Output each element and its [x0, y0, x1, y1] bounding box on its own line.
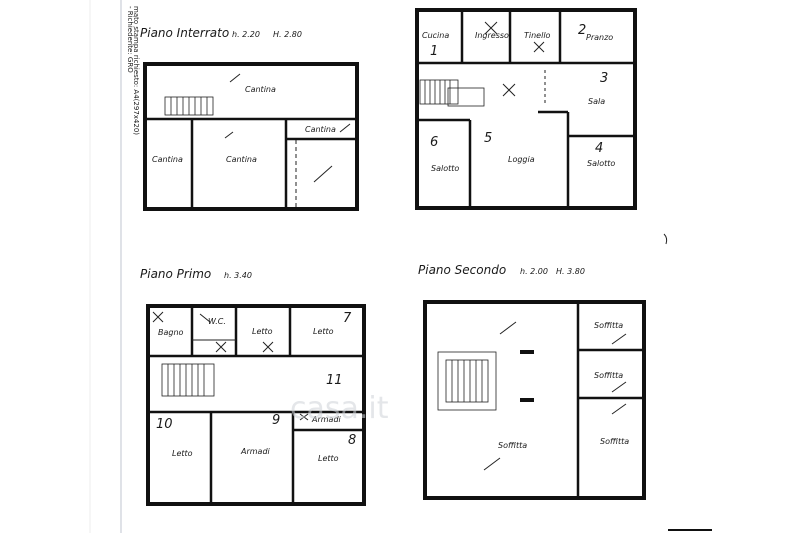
secondo-stairs	[437, 351, 497, 411]
side-text-requester: - Richiedente: GRO	[126, 6, 134, 73]
watermark-logo: casa.it	[290, 391, 389, 426]
floor-primo: Piano Primo h. 3.40 Bagno W.C. Letto Let…	[140, 267, 366, 506]
terra-room-ingresso: Ingresso	[475, 31, 509, 40]
interrato-room-cantina-1: Cantina	[245, 85, 276, 94]
primo-room-letto-2: Letto	[313, 327, 334, 336]
terra-room-sala: Sala	[588, 97, 605, 106]
primo-number-8: 8	[348, 433, 356, 448]
interrato-stairs	[164, 96, 214, 116]
secondo-outline	[423, 300, 646, 500]
terra-room-salotto-2: Salotto	[587, 159, 615, 168]
interrato-room-cantina-3: Cantina	[226, 155, 257, 164]
terra-room-cucina: Cucina	[422, 31, 449, 40]
stray-mark	[663, 233, 668, 245]
height-secondo-1: h. 2.00	[520, 267, 548, 276]
primo-room-armadi-2: Armadi	[311, 415, 342, 424]
primo-number-9: 9	[272, 413, 280, 428]
primo-number-11: 11	[326, 373, 343, 388]
terra-room-salotto-1: Salotto	[431, 164, 459, 173]
secondo-pillar-1	[520, 350, 534, 354]
terra-outline	[415, 8, 637, 210]
side-text-print-format: mato stampa richiesto: A4(297x420)	[132, 6, 140, 135]
secondo-pillar-2	[520, 398, 534, 402]
terra-number-6: 6	[430, 135, 438, 150]
secondo-room-soffitta-2: Soffitta	[594, 371, 623, 380]
floor-terra: Cucina Ingresso Tinello Pranzo Sala Logg…	[415, 8, 637, 210]
floor-secondo: Piano Secondo h. 2.00 H. 3.80 Soffitta S…	[418, 263, 646, 500]
terra-number-4: 4	[595, 141, 603, 156]
primo-room-letto-3: Letto	[172, 449, 193, 458]
terra-number-3: 3	[600, 71, 608, 86]
terra-number-5: 5	[484, 131, 492, 146]
primo-room-bagno: Bagno	[158, 328, 184, 337]
title-piano-interrato: Piano Interrato	[140, 26, 229, 40]
title-piano-primo: Piano Primo	[140, 267, 211, 281]
terra-stairs	[419, 79, 485, 107]
primo-room-letto-4: Letto	[318, 454, 339, 463]
primo-stairs	[161, 363, 215, 397]
primo-outline	[146, 304, 366, 506]
primo-room-wc: W.C.	[208, 317, 226, 326]
secondo-room-soffitta-1: Soffitta	[594, 321, 623, 330]
primo-room-letto-1: Letto	[252, 327, 273, 336]
interrato-outline	[143, 62, 359, 211]
terra-room-loggia: Loggia	[508, 155, 535, 164]
secondo-room-soffitta-3: Soffitta	[600, 437, 629, 446]
secondo-room-soffitta-main: Soffitta	[498, 441, 527, 450]
terra-room-tinello: Tinello	[524, 31, 551, 40]
height-secondo-2: H. 3.80	[556, 267, 585, 276]
floor-interrato: Piano Interrato h. 2.20 H. 2.80 Cantina …	[140, 26, 359, 211]
height-interrato-2: H. 2.80	[273, 30, 302, 39]
interrato-room-cantina-2: Cantina	[152, 155, 183, 164]
height-interrato-1: h. 2.20	[232, 30, 260, 39]
height-primo-1: h. 3.40	[224, 271, 252, 280]
primo-room-armadi-1: Armadi	[240, 447, 271, 456]
interrato-room-cantina-4: Cantina	[305, 125, 336, 134]
title-piano-secondo: Piano Secondo	[418, 263, 506, 277]
terra-number-2: 2	[578, 23, 586, 38]
terra-number-1: 1	[430, 44, 438, 59]
primo-number-7: 7	[343, 311, 352, 326]
terra-room-pranzo: Pranzo	[586, 33, 613, 42]
primo-number-10: 10	[156, 417, 173, 432]
